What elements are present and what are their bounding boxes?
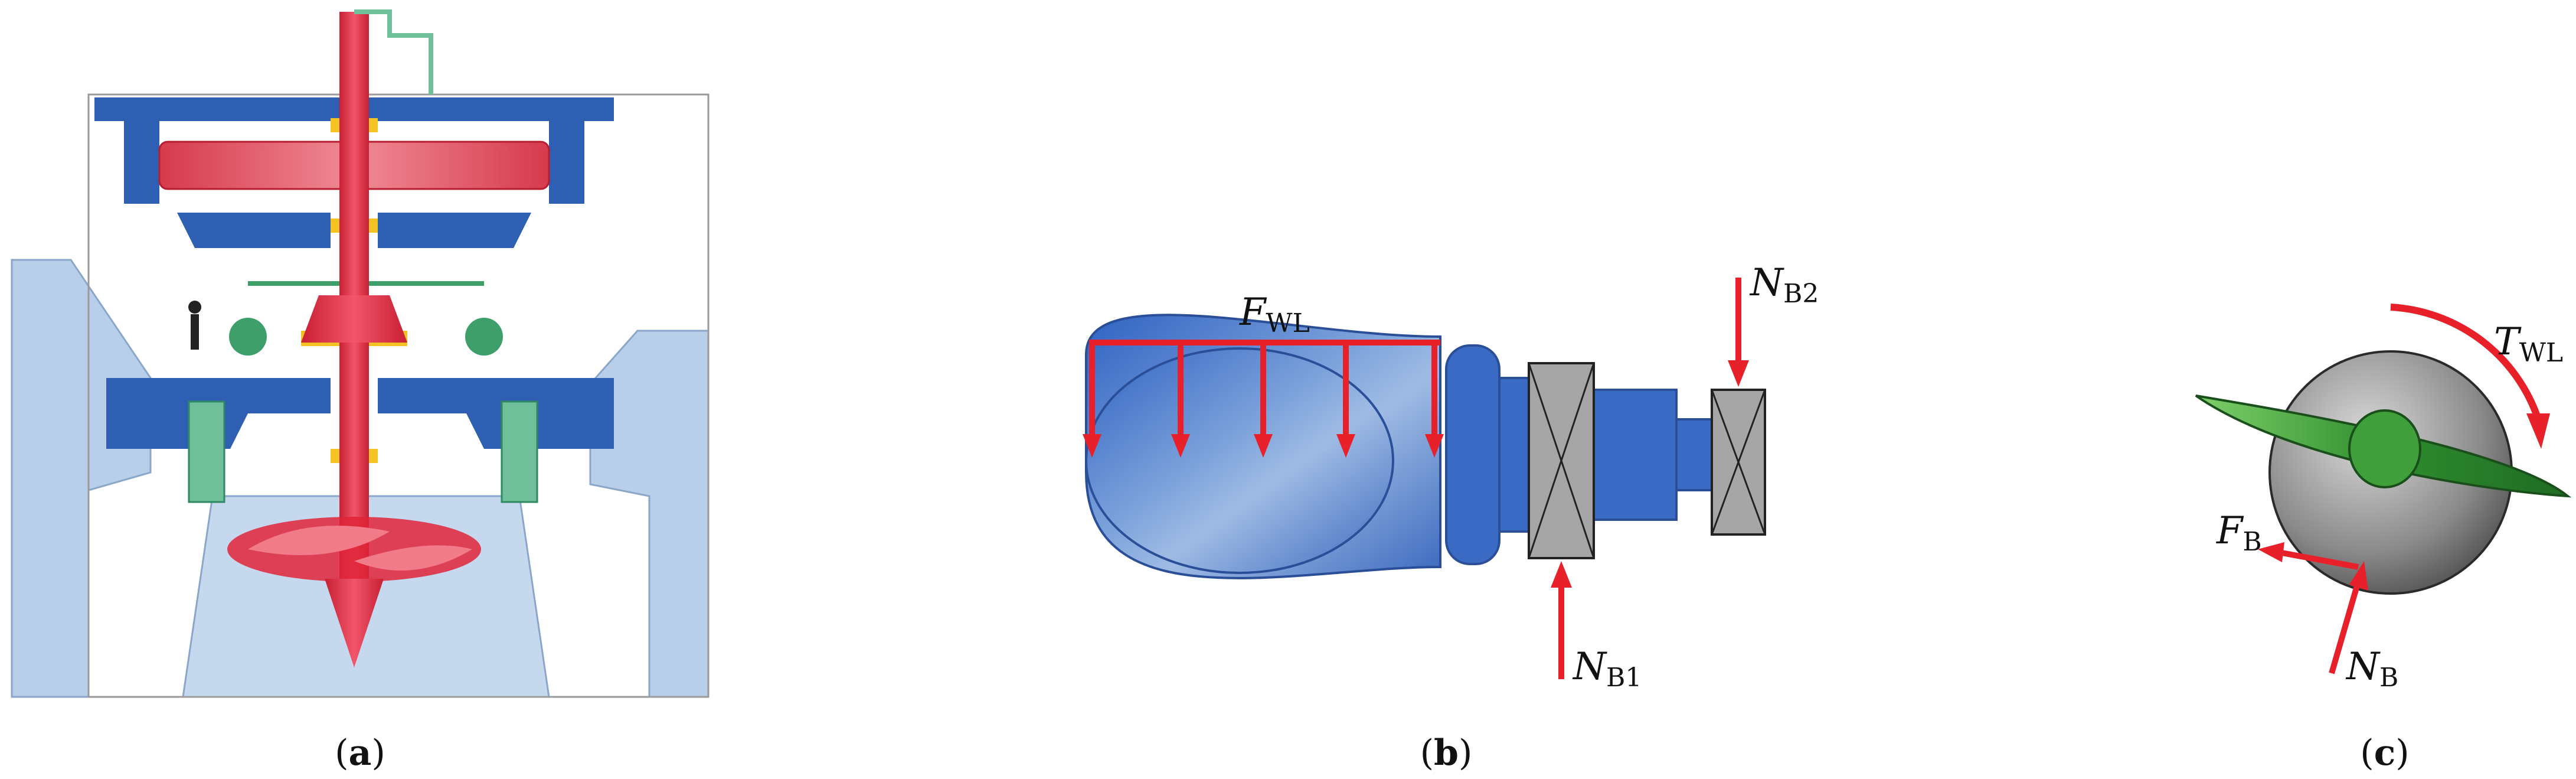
caption-a: (a): [335, 732, 385, 774]
stator-frame-right: [549, 121, 584, 204]
powerhouse-outline: [87, 93, 710, 698]
shaft-section-1: [1498, 377, 1530, 533]
label-nb: NB: [2345, 645, 2398, 693]
reaction-arrow-nb: [2329, 561, 2368, 674]
runner-blade-b: [354, 545, 472, 571]
guide-vane-left: [188, 400, 225, 503]
bearing-b2: [1711, 389, 1766, 536]
friction-arrow-fb: [2258, 542, 2359, 570]
caption-c: (c): [2360, 732, 2409, 774]
person-scale-figure: [188, 301, 201, 350]
runner-cone: [325, 579, 384, 667]
runner-flange: [1445, 344, 1501, 565]
bearing-b1: [1528, 362, 1595, 559]
servomotor-right: [465, 318, 503, 356]
caption-b: (b): [1420, 732, 1473, 774]
head-cover: [106, 378, 614, 449]
shaft-section-2: [1593, 389, 1678, 521]
lower-bracket: [177, 213, 531, 248]
shaft-coupling: [301, 295, 407, 343]
runner-blade-a: [248, 526, 390, 555]
reaction-arrow-nb1: [1551, 561, 1572, 679]
distributed-load-arrows: [1083, 340, 1444, 458]
shaft-section-3: [1675, 418, 1713, 491]
panel-a-turbine-section: [11, 9, 710, 698]
torque-arrow-twl: [2390, 304, 2550, 449]
panel-b-shaft-model: FWL NB1 NB2: [1083, 261, 1819, 693]
servomotor-left: [229, 318, 267, 356]
runner-body-round: [1085, 347, 1394, 574]
panel-c-runner-end-view: TWL FB NB: [2195, 304, 2572, 693]
reaction-arrow-nb2: [1728, 278, 1749, 387]
guide-vane-right: [501, 400, 538, 503]
label-fwl: FWL: [1239, 291, 1310, 338]
stator-frame-left: [124, 121, 159, 204]
label-nb2: NB2: [1749, 261, 1819, 309]
label-twl: TWL: [2494, 320, 2563, 368]
exciter-piping: [354, 9, 433, 94]
label-nb1: NB1: [1572, 645, 1642, 693]
water-passage-left: [11, 259, 152, 698]
label-fb: FB: [2216, 509, 2262, 557]
blade-root: [2348, 409, 2421, 488]
